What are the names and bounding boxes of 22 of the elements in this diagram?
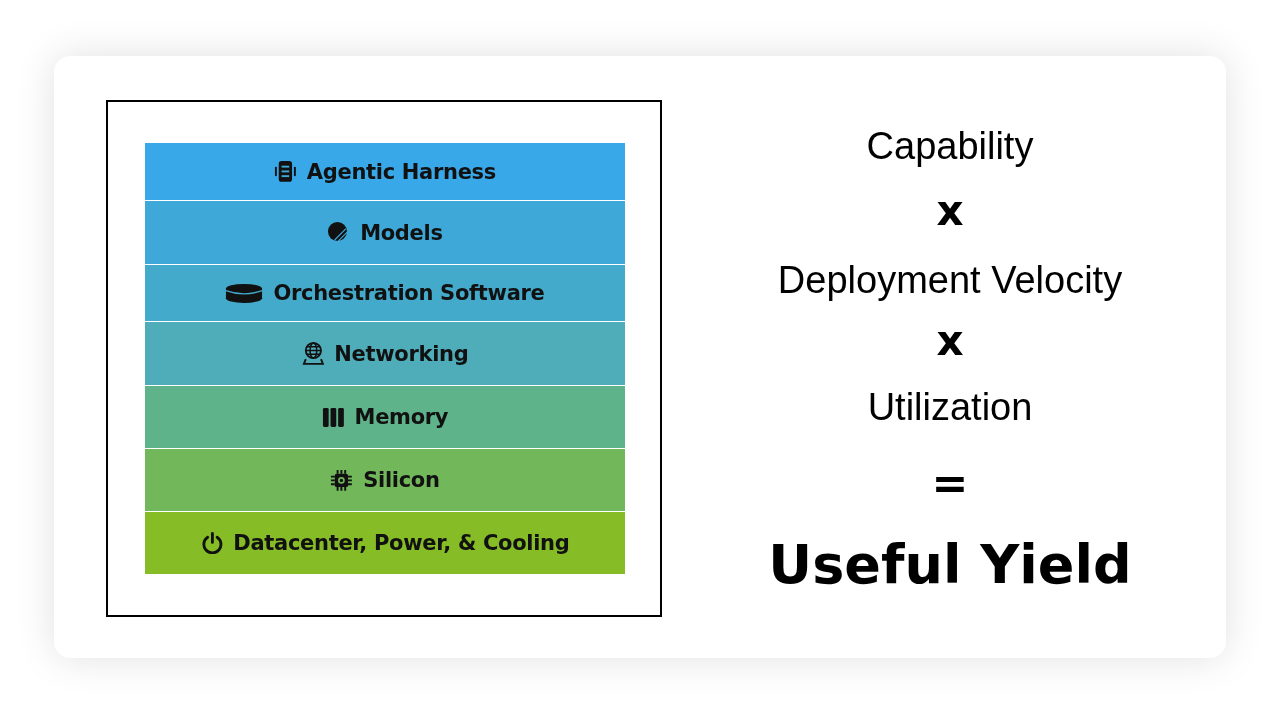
layer-band (145, 385, 625, 448)
formula-term: Deployment Velocity (776, 258, 1124, 303)
layer-label: Models (360, 220, 443, 245)
layer-label: Datacenter, Power, & Cooling (233, 531, 570, 555)
operator-symbol: = (930, 458, 970, 510)
formula-result: Useful Yield (767, 533, 1133, 596)
layer-band (145, 321, 625, 385)
operator-symbol: x (935, 186, 965, 235)
layer-band (145, 448, 625, 511)
formula-term: Utilization (866, 385, 1034, 430)
operator-symbol: x (935, 316, 965, 365)
layer-label: Memory (354, 405, 449, 429)
frame-box (106, 100, 662, 617)
layer-label: Networking (334, 341, 469, 366)
layer-label: Orchestration Software (273, 281, 545, 305)
layer-label: Silicon (363, 468, 440, 492)
layer-band (145, 511, 625, 574)
layer-band (145, 200, 625, 264)
layer-label: Agentic Harness (306, 159, 497, 184)
layer-band (145, 143, 625, 200)
formula-term: Capability (865, 124, 1035, 169)
layer-band (145, 264, 625, 321)
